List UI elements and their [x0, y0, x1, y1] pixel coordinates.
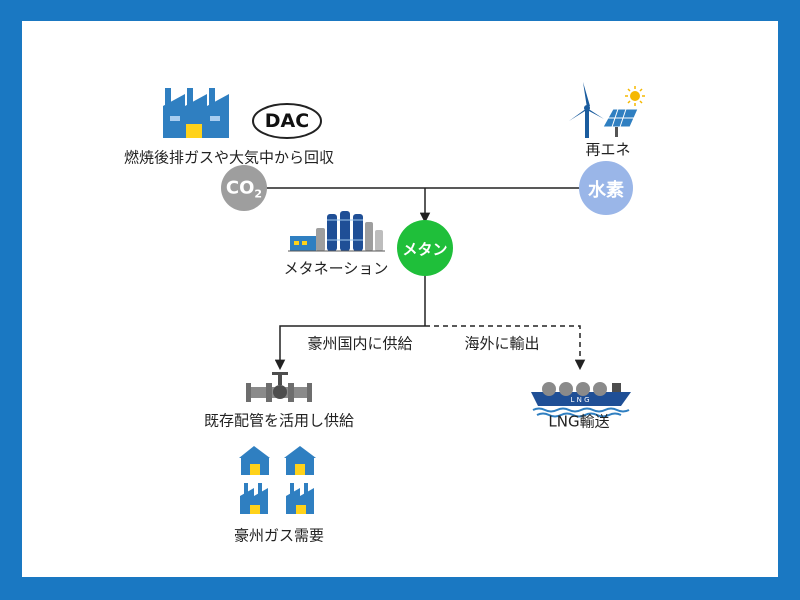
lng-ship-icon: L N G — [531, 382, 631, 418]
co2-source-label: 燃焼後排ガスや大気中から回収 — [123, 148, 335, 167]
hydrogen-circle — [579, 161, 633, 215]
co2-subscript: 2 — [254, 187, 263, 201]
pipeline-supply-label: 既存配管を活用し供給 — [203, 411, 355, 430]
factory-icon — [286, 483, 314, 514]
house-icon — [239, 446, 270, 475]
diagram-panel — [22, 21, 778, 577]
factory-icon — [163, 88, 229, 138]
gas-demand-label: 豪州ガス需要 — [233, 526, 325, 545]
pipeline-valve-icon — [246, 372, 312, 402]
hydrogen-circle-label: 水素 — [588, 180, 624, 201]
dac-bubble — [252, 103, 322, 139]
domestic-supply-label: 豪州国内に供給 — [307, 334, 413, 353]
domestic-supply-arrow — [274, 325, 425, 371]
sun-icon — [625, 86, 645, 106]
solar-panel-icon — [602, 108, 639, 137]
export-dashed-arrow — [425, 325, 586, 371]
co2-circle — [221, 165, 267, 211]
methanation-label: メタネーション — [283, 259, 389, 278]
co2-circle-label: CO2 — [226, 178, 262, 201]
ship-hull-text: L N G — [570, 396, 589, 404]
overseas-export-label: 海外に輸出 — [464, 334, 540, 353]
house-icon — [284, 446, 316, 475]
renewable-label: 再エネ — [585, 140, 631, 159]
co2-main-text: CO — [225, 177, 255, 199]
dac-label: DAC — [264, 110, 310, 132]
wind-turbine-icon — [569, 82, 604, 138]
lng-transport-label: LNG輸送 — [548, 412, 610, 431]
methanation-plant-icon — [288, 211, 385, 252]
methane-circle-label: メタン — [402, 240, 448, 259]
methane-circle — [397, 220, 453, 276]
factory-icon — [240, 483, 268, 514]
